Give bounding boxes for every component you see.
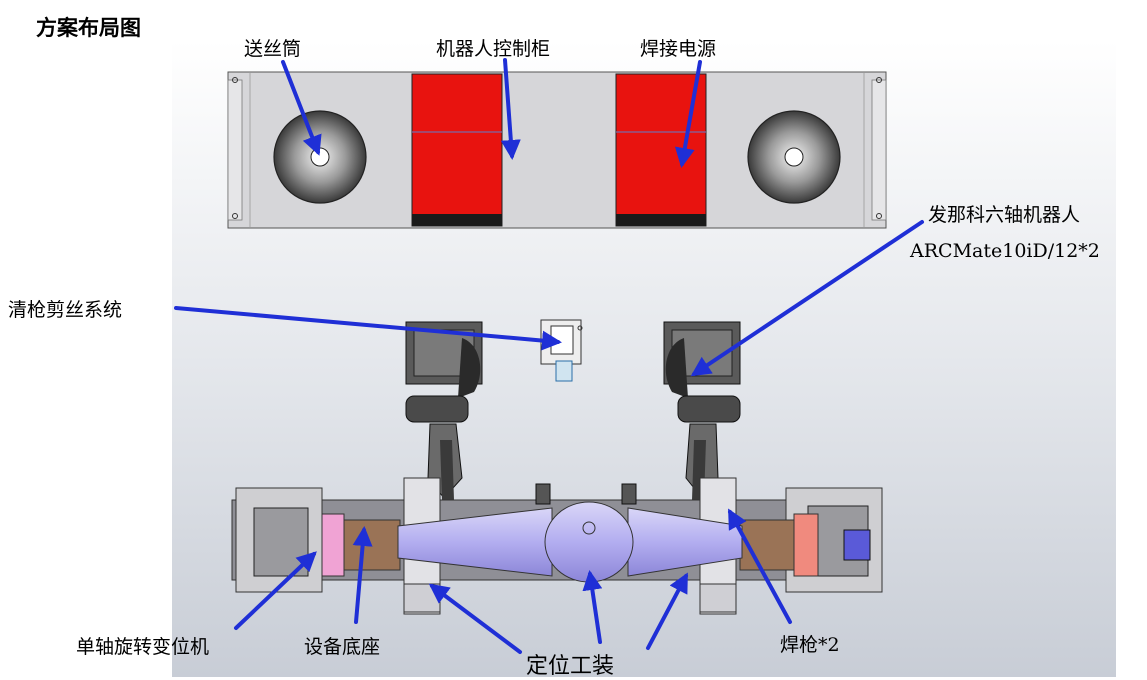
arrow-robot-cabinet xyxy=(500,58,521,160)
wire-drum-left xyxy=(273,110,367,204)
callout-arrows xyxy=(174,58,924,654)
arrow-fixture-center xyxy=(582,570,603,644)
arrow-positioner xyxy=(234,551,317,630)
arrow-base xyxy=(352,526,373,624)
label-wire-drum: 送丝筒 xyxy=(244,38,302,60)
label-fixture: 定位工装 xyxy=(526,654,615,679)
arrow-torch-cleaning xyxy=(174,306,562,351)
label-torch: 焊枪*2 xyxy=(780,634,840,656)
positioner-right xyxy=(739,513,819,577)
arrow-fixture-right xyxy=(646,572,688,650)
arrow-fixture-left xyxy=(428,583,522,654)
page-title: 方案布局图 xyxy=(36,16,141,40)
axle-fixture xyxy=(397,477,743,615)
label-welding-power: 焊接电源 xyxy=(640,38,717,60)
robot-control-cabinet xyxy=(411,73,503,227)
label-base: 设备底座 xyxy=(304,636,381,658)
arrow-wire-drum xyxy=(281,60,322,156)
arrow-robot xyxy=(690,220,924,377)
wire-drum-right xyxy=(747,110,841,204)
label-positioner: 单轴旋转变位机 xyxy=(76,636,210,658)
label-robot-cabinet: 机器人控制柜 xyxy=(436,38,551,60)
label-torch-cleaning: 清枪剪丝系统 xyxy=(8,299,123,321)
label-robot-line2: ARCMate10iD/12*2 xyxy=(910,240,1100,262)
arrow-welding-power xyxy=(674,60,702,168)
label-robot-line1: 发那科六轴机器人 xyxy=(928,204,1081,226)
arrow-torch xyxy=(728,508,792,624)
